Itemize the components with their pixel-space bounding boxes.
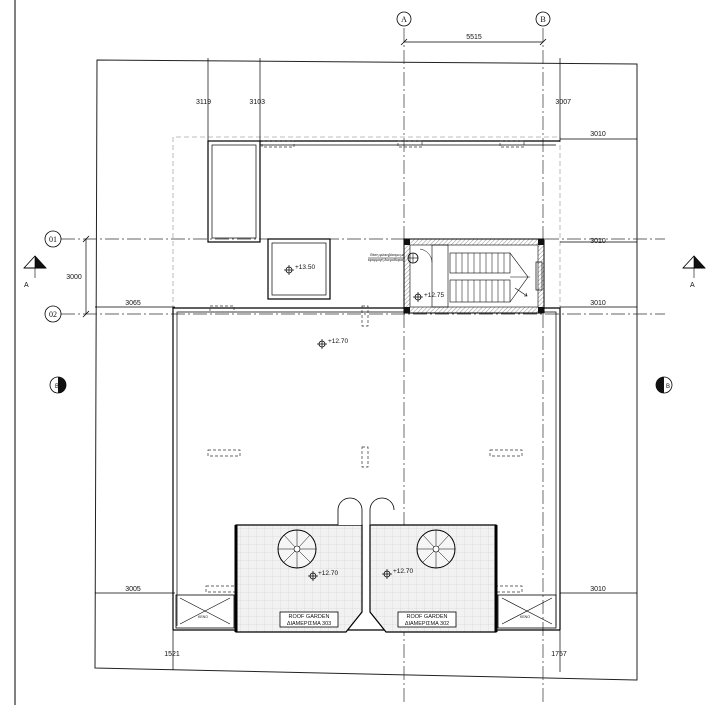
level-marker-icon xyxy=(413,292,423,302)
dashed-openings xyxy=(205,140,525,593)
dim-top-left-1: 3119 xyxy=(196,99,211,106)
side-left-label: B xyxy=(55,384,59,390)
grid-axis-02: 02 xyxy=(44,305,665,323)
section-left-label: A xyxy=(24,282,29,289)
dimension-ab: 5515 xyxy=(400,34,547,46)
section-right-label: A xyxy=(690,282,695,289)
void-left: KENO xyxy=(175,594,235,629)
side-right-label: B xyxy=(666,384,670,390)
roof-garden-left: +12.70 ROOF GARDEN ΔΙΑΜΕΡΙΣΜΑ 303 xyxy=(234,497,363,633)
raised-box: +13.50 xyxy=(267,238,331,300)
dim-top-left-2: 3103 xyxy=(249,99,265,106)
overhang-outline xyxy=(172,136,561,622)
bottom-dimensions: 1521 1757 xyxy=(164,630,567,672)
void-right: KENO xyxy=(497,594,557,629)
level-marker-icon xyxy=(382,569,392,579)
plot-boundary xyxy=(94,59,638,681)
right-dimensions: 3010 3010 3010 3010 xyxy=(560,131,637,594)
dim-right-axis02: 3010 xyxy=(590,300,606,307)
level-marker-icon xyxy=(317,339,327,349)
dim-right-lower: 3010 xyxy=(590,586,606,593)
roof-level: +12.70 xyxy=(317,338,348,349)
spiral-stair-icon xyxy=(416,529,456,569)
main-roof-outline xyxy=(172,307,561,631)
stair-note: Θέση φιλικηβάσιμο με εφαρμογή Ανεμοθύρας xyxy=(368,253,405,262)
level-garden-left: +12.70 xyxy=(318,570,338,577)
grid-axis-01: 01 xyxy=(44,230,665,248)
dimension-01-02: 3000 xyxy=(66,235,90,318)
left-dimensions: 3065 3005 xyxy=(95,300,175,594)
dim-right-axis01: 3010 xyxy=(590,238,606,245)
side-marker-left: B xyxy=(49,376,67,394)
dim-right-upper: 3010 xyxy=(590,131,606,138)
level-roof: +12.70 xyxy=(328,338,348,345)
spiral-stair-icon xyxy=(277,529,317,569)
grid-axis-b: B xyxy=(535,11,551,705)
dimension-01-02-text: 3000 xyxy=(66,274,82,281)
level-garden-right: +12.70 xyxy=(393,568,413,575)
roof-garden-right: +12.70 ROOF GARDEN ΔΙΑΜΕΡΙΣΜΑ 302 xyxy=(369,497,498,633)
garden-right-unit: ΔΙΑΜΕΡΙΣΜΑ 302 xyxy=(405,621,449,627)
side-marker-right: B xyxy=(655,376,673,394)
stair-flights xyxy=(449,252,530,303)
stair-note-line-2: εφαρμογή Ανεμοθύρας xyxy=(368,258,404,262)
section-marker-right: A xyxy=(682,255,706,289)
axis-b-label: B xyxy=(540,15,545,24)
level-marker-icon xyxy=(284,265,294,275)
section-marker-left: A xyxy=(23,255,47,289)
garden-right-title: ROOF GARDEN xyxy=(407,614,448,620)
garden-left-unit: ΔΙΑΜΕΡΙΣΜΑ 303 xyxy=(287,621,331,627)
dim-bottom-left: 1521 xyxy=(164,651,180,658)
fan-icon xyxy=(407,252,419,264)
dimension-ab-text: 5515 xyxy=(466,34,482,41)
dim-bottom-right: 1757 xyxy=(551,651,567,658)
dim-top-right: 3007 xyxy=(555,99,571,106)
axis-02-label: 02 xyxy=(49,310,57,319)
void-right-label: KENO xyxy=(520,615,530,619)
level-stair: +12.75 xyxy=(424,292,444,299)
garden-left-title: ROOF GARDEN xyxy=(289,614,330,620)
stair-core: +12.75 xyxy=(403,238,545,314)
dim-left-axis02: 3065 xyxy=(125,300,141,307)
axis-a-label: A xyxy=(401,15,407,24)
top-dimensions: 3119 3103 3007 xyxy=(196,58,571,142)
upper-rooftop-block xyxy=(207,140,560,243)
stair-note-line-1: Θέση φιλικηβάσιμο με xyxy=(370,253,405,257)
axis-01-label: 01 xyxy=(49,235,57,244)
level-marker-icon xyxy=(308,571,318,581)
dim-left-lower: 3005 xyxy=(125,586,141,593)
void-left-label: KENO xyxy=(198,615,208,619)
level-box: +13.50 xyxy=(295,264,315,271)
